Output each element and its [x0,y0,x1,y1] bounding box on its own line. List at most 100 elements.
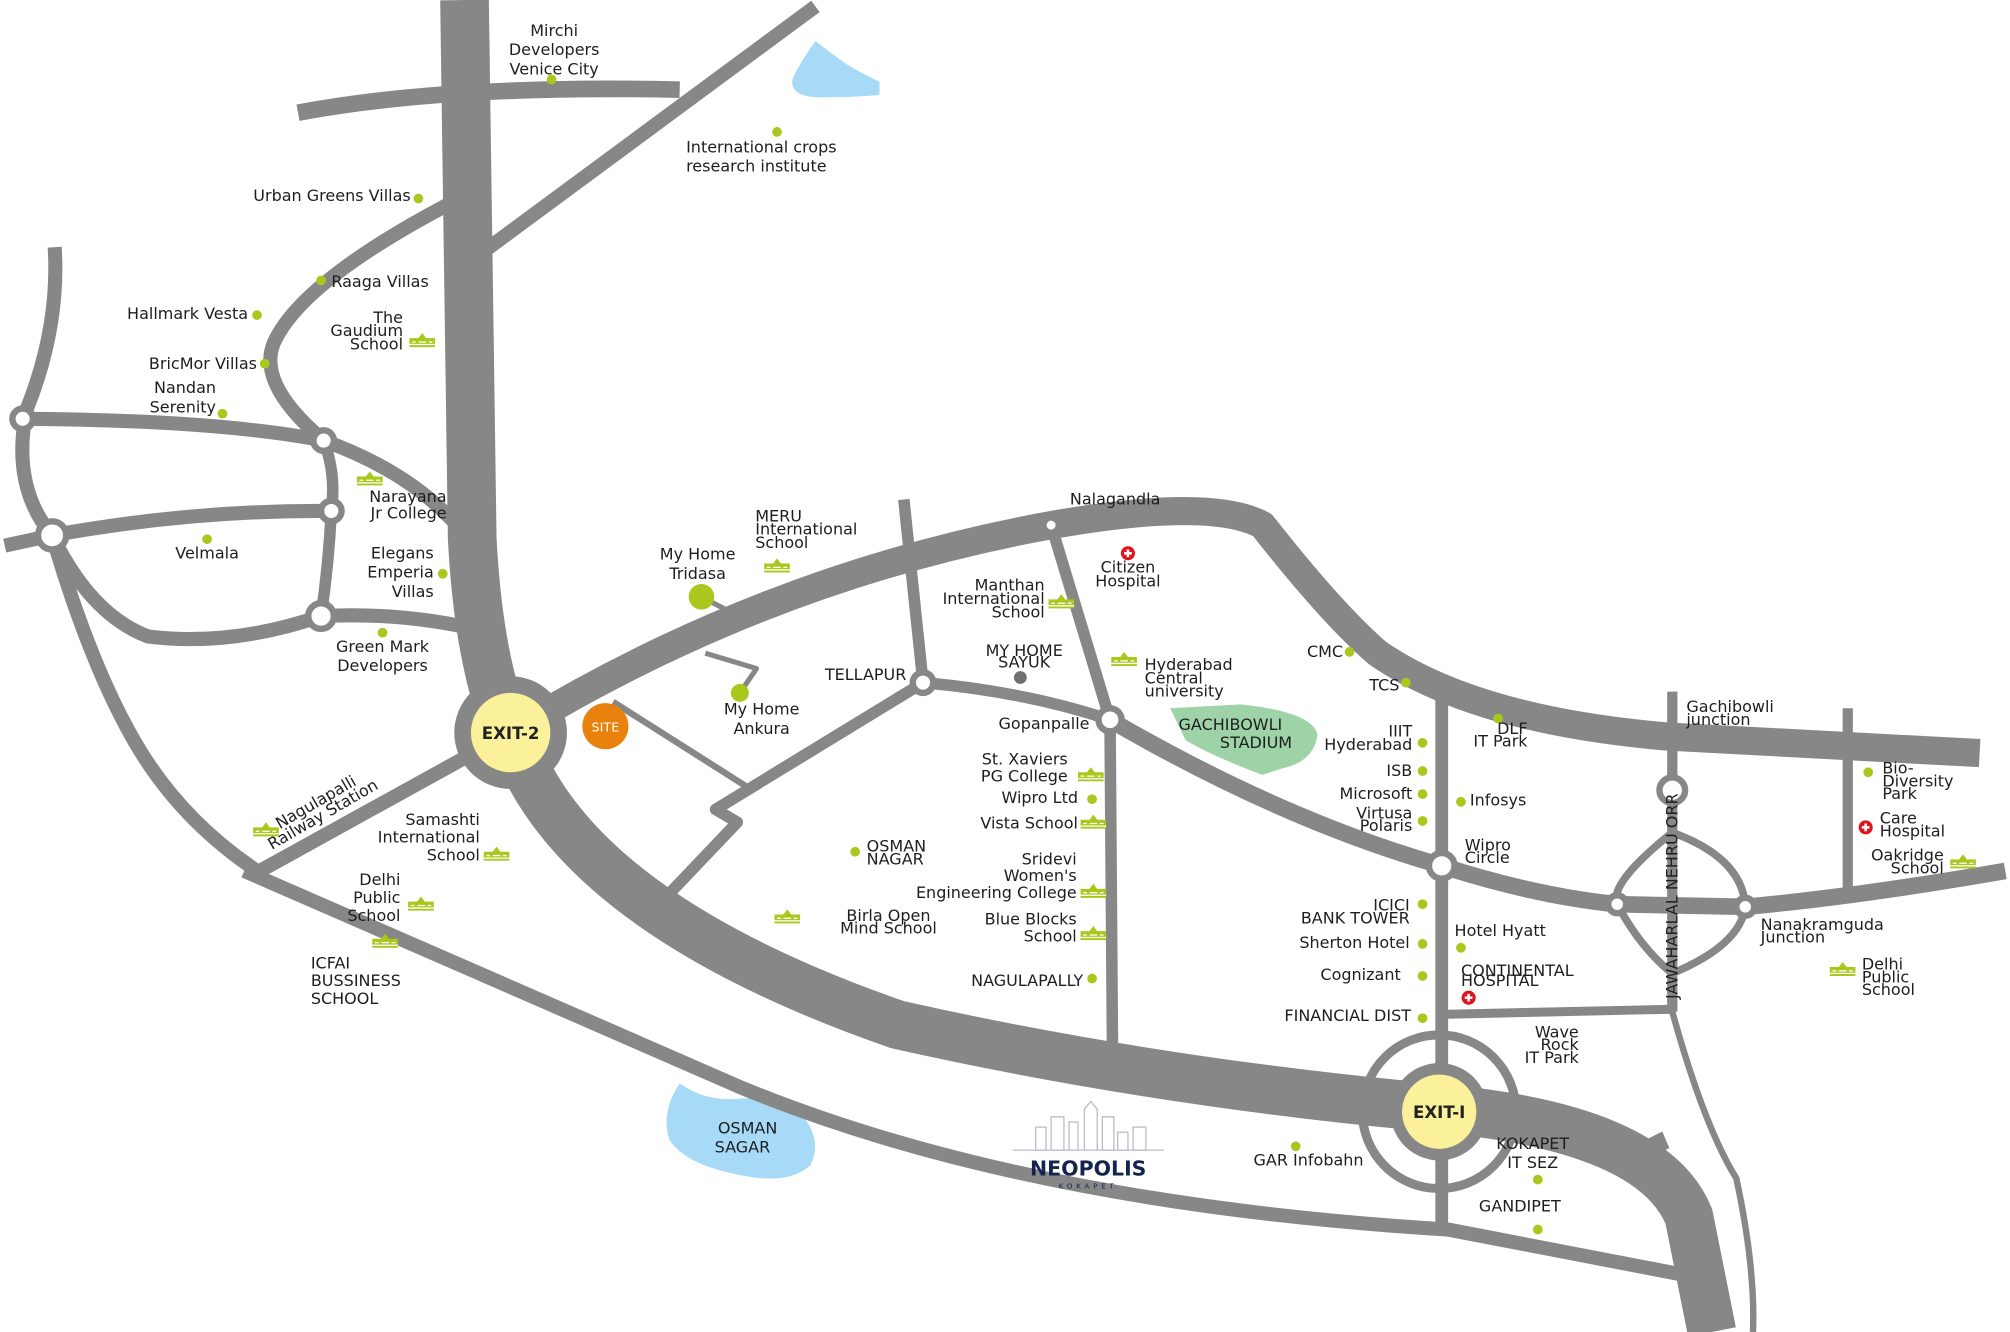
poi-label-line: Delhi [1862,955,1903,974]
poi-findist[interactable]: FINANCIAL DIST [1284,1006,1428,1025]
poi-raaga[interactable]: Raaga Villas [316,272,429,291]
school-icon [356,471,383,486]
poi-sherton[interactable]: Sherton Hotel [1299,933,1428,952]
poi-nagulapally[interactable]: NAGULAPALLY [971,971,1097,990]
poi-label-line: Infosys [1470,791,1526,810]
poi-label: Hotel Hyatt [1455,921,1546,940]
poi-label-line: Birla Open [846,906,930,925]
poi-label-line: Nanakramguda [1761,915,1884,934]
poi-vista[interactable]: Vista School [980,814,1107,833]
school-icon [774,909,801,924]
poi-cognizant[interactable]: Cognizant [1320,965,1428,984]
exit-1-marker[interactable]: EXIT-I [1390,1063,1488,1161]
poi-label: CMC [1307,642,1343,661]
poi-label-line: Villas [392,582,434,601]
poi-dot-icon [437,568,448,579]
poi-label-line: IIIT [1388,721,1412,740]
poi-isb[interactable]: ISB [1386,761,1428,780]
poi-dot-icon [1863,767,1874,778]
poi-cmc[interactable]: CMC [1307,642,1355,661]
poi-gandipet[interactable]: GANDIPET [1479,1197,1561,1235]
poi-label-line: Citizen [1101,558,1156,577]
poi-label: Velmala [175,543,239,562]
poi-label-line: DLF [1497,719,1527,738]
poi-label: GAR Infobahn [1254,1151,1364,1170]
poi-dot-icon [1087,794,1097,805]
poi-label: Gopanpalle [999,714,1090,733]
poi-gopanpalle[interactable]: Gopanpalle [999,714,1090,733]
poi-bricmor[interactable]: BricMor Villas [149,354,270,373]
poi-label-line: MERU [755,506,802,525]
poi-tcs[interactable]: TCS [1368,675,1411,694]
exit-2-label: EXIT-2 [482,724,540,743]
poi-label-line: Oakridge [1871,846,1944,865]
poi-label-line: Developers [509,40,600,59]
poi-nalagandla[interactable]: Nalagandla [1070,490,1161,509]
poi-hyatt[interactable]: Hotel Hyatt [1455,921,1546,953]
poi-label-line: IT Park [1525,1048,1580,1067]
poi-hallmark[interactable]: Hallmark Vesta [127,304,262,323]
osman-sagar-line: SAGAR [715,1138,771,1157]
poi-microsoft[interactable]: Microsoft [1339,784,1428,803]
poi-label: FINANCIAL DIST [1284,1006,1411,1025]
poi-urban[interactable]: Urban Greens Villas [253,186,424,205]
poi-label-line: TCS [1368,675,1399,694]
hospital-cross-icon [1858,820,1873,835]
site-marker[interactable]: SITE [582,703,629,750]
school-icon [1829,961,1856,976]
poi-dot-icon [202,534,212,545]
poi-tellapur[interactable]: TELLAPUR [824,665,907,684]
poi-label-line: Hyderabad [1145,655,1233,674]
poi-velmala[interactable]: Velmala [175,534,239,562]
poi-wiproltd[interactable]: Wipro Ltd [1001,788,1097,807]
poi-gar[interactable]: GAR Infobahn [1254,1141,1364,1170]
poi-dot-icon [316,275,326,286]
poi-label: GANDIPET [1479,1197,1561,1216]
exit-2-marker[interactable]: EXIT-2 [454,676,567,789]
poi-infosys[interactable]: Infosys [1456,791,1526,810]
poi-label-line: GAR Infobahn [1254,1151,1364,1170]
poi-label-line: Central [1145,668,1203,687]
junctions [9,405,1758,919]
poi-label-line: Polaris [1360,816,1412,835]
